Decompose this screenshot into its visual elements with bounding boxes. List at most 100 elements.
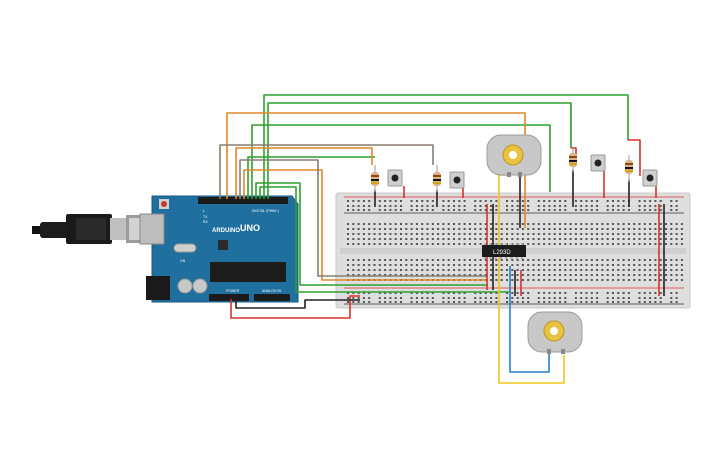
resistor-1[interactable] xyxy=(371,165,379,192)
wire-orange-3[interactable] xyxy=(235,147,373,199)
breadboard-hole xyxy=(643,243,646,245)
on-led-label: ON xyxy=(180,259,186,263)
breadboard-hole xyxy=(601,228,604,230)
breadboard-hole xyxy=(574,238,577,240)
breadboard-hole xyxy=(437,238,440,240)
breadboard-hole xyxy=(590,238,593,240)
breadboard-hole xyxy=(347,228,349,230)
breadboard-hole xyxy=(410,274,413,276)
breadboard-hole xyxy=(675,301,678,303)
wire-green-5[interactable] xyxy=(255,182,488,286)
ic-pin xyxy=(515,243,518,245)
wire-green-1[interactable] xyxy=(263,94,629,199)
breadboard-hole xyxy=(659,292,662,294)
breadboard-hole xyxy=(521,297,524,299)
breadboard-hole xyxy=(447,228,450,230)
breadboard-hole xyxy=(474,259,477,261)
dc-motor-1[interactable] xyxy=(486,134,542,177)
wire-green-2[interactable] xyxy=(267,102,572,199)
breadboard-hole xyxy=(400,264,402,266)
breadboard-hole xyxy=(368,243,371,245)
breadboard-hole xyxy=(516,301,519,303)
wire-black-gnd[interactable] xyxy=(235,299,360,309)
breadboard-hole xyxy=(521,233,524,235)
breadboard-hole xyxy=(612,274,614,276)
breadboard-hole xyxy=(431,223,434,225)
breadboard-hole xyxy=(580,269,583,271)
breadboard-hole xyxy=(400,209,402,211)
breadboard-hole xyxy=(458,228,461,230)
breadboard-hole xyxy=(606,223,609,225)
wire-gray-1[interactable] xyxy=(219,144,434,199)
wire-green-6[interactable] xyxy=(259,186,510,293)
breadboard-hole xyxy=(442,205,445,207)
breadboard-hole xyxy=(612,264,614,266)
breadboard-hole xyxy=(511,259,514,261)
breadboard-hole xyxy=(553,238,556,240)
breadboard-hole xyxy=(463,223,466,225)
breadboard-hole xyxy=(680,269,683,271)
breadboard-hole xyxy=(617,200,620,202)
breadboard-hole xyxy=(421,264,424,266)
push-button-2[interactable] xyxy=(449,171,465,189)
power-header-label: POWER xyxy=(226,289,240,293)
breadboard-hole xyxy=(479,269,482,271)
breadboard-hole xyxy=(357,223,360,225)
breadboard-hole xyxy=(506,264,508,266)
breadboard-hole xyxy=(590,264,593,266)
resistor-2[interactable] xyxy=(433,165,441,192)
breadboard-hole xyxy=(426,292,429,294)
push-button-3[interactable] xyxy=(590,154,606,172)
breadboard-hole xyxy=(394,238,397,240)
wire-motor2-blue[interactable] xyxy=(509,266,550,373)
breadboard-hole xyxy=(384,259,387,261)
resistor-4[interactable] xyxy=(625,155,633,182)
breadboard-hole xyxy=(357,238,360,240)
breadboard-hole xyxy=(649,243,652,245)
breadboard-hole xyxy=(495,301,498,303)
breadboard-hole xyxy=(537,223,540,225)
breadboard-hole xyxy=(654,301,657,303)
resistor-3[interactable] xyxy=(569,148,577,172)
breadboard-hole xyxy=(622,292,625,294)
breadboard-hole xyxy=(659,297,662,299)
breadboard-hole xyxy=(347,205,349,207)
breadboard-hole xyxy=(627,238,630,240)
breadboard-hole xyxy=(580,233,583,235)
resistors xyxy=(371,148,633,192)
arduino-uno-board[interactable]: ARDUINO UNO DIGITAL (PWM~) POWER ANALOG … xyxy=(139,195,299,303)
wire-orange-2[interactable] xyxy=(243,169,488,281)
breadboard-hole xyxy=(357,205,360,207)
wire-gray-2[interactable] xyxy=(239,159,488,277)
tx-label: TX xyxy=(203,215,208,219)
push-button-1[interactable] xyxy=(387,169,403,187)
dc-motor-2[interactable] xyxy=(527,311,583,354)
push-button-4[interactable] xyxy=(642,169,658,187)
wire-green-3[interactable] xyxy=(251,124,551,199)
breadboard-hole xyxy=(384,209,387,211)
breadboard-hole xyxy=(447,301,450,303)
breadboard-hole xyxy=(548,259,551,261)
breadboard-hole xyxy=(357,301,360,303)
breadboard-hole xyxy=(373,274,376,276)
motor-driver-chip[interactable]: L293D xyxy=(482,243,526,259)
breadboard-hole xyxy=(574,279,577,281)
wire-green-4[interactable] xyxy=(247,156,375,199)
breadboard-hole xyxy=(590,292,593,294)
wire-red-power[interactable] xyxy=(230,295,360,319)
breadboard-hole xyxy=(458,233,461,235)
breadboard-hole xyxy=(675,279,678,281)
breadboard-hole xyxy=(580,200,583,202)
breadboard-hole xyxy=(596,205,599,207)
breadboard-hole xyxy=(601,274,604,276)
breadboard-hole xyxy=(479,223,482,225)
breadboard-hole xyxy=(400,233,402,235)
rx-label: RX xyxy=(203,220,209,224)
breadboard-hole xyxy=(500,259,503,261)
breadboard-hole xyxy=(357,264,360,266)
breadboard-hole xyxy=(543,301,546,303)
breadboard-hole xyxy=(347,200,349,202)
breadboard-hole xyxy=(421,228,424,230)
wire-red-res4[interactable] xyxy=(628,139,641,176)
breadboard-hole xyxy=(612,209,614,211)
